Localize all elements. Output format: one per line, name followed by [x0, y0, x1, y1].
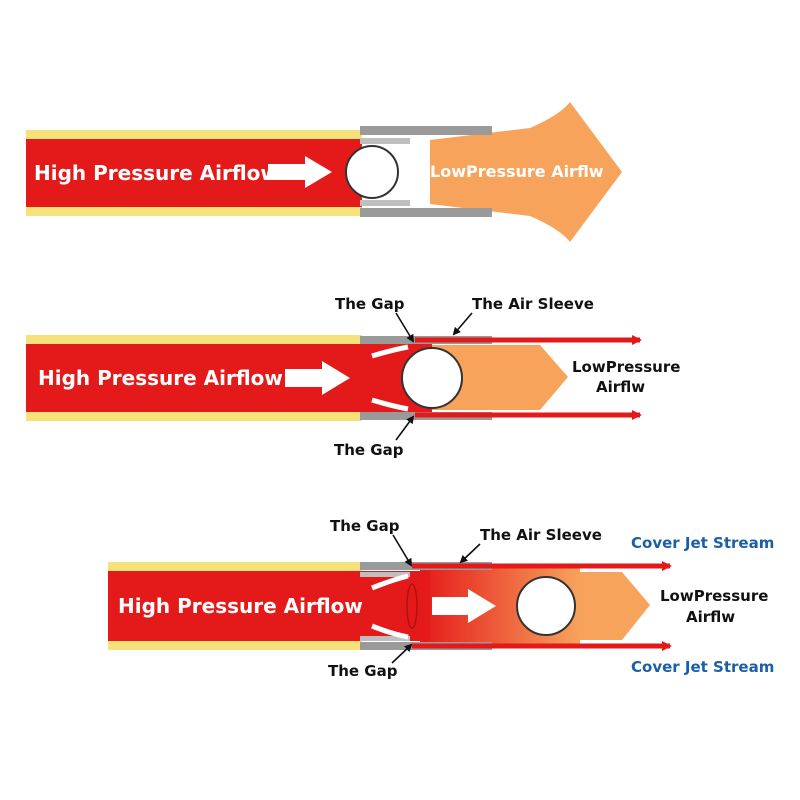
low-pressure-arrow	[430, 102, 622, 242]
ball	[345, 145, 399, 199]
nozzle-top	[360, 138, 410, 144]
nozzle-lens	[406, 583, 418, 629]
gap-pointer-top	[392, 534, 413, 567]
gap-label-top: The Gap	[330, 517, 400, 535]
low-pressure-label-line2: Airflw	[686, 608, 735, 626]
ball	[401, 347, 463, 409]
diagram-3: High Pressure Airflow The Gap The Air Sl…	[108, 517, 774, 680]
high-pressure-label: High Pressure Airflow	[118, 594, 363, 618]
tube-red-extension	[360, 571, 430, 641]
gap-label-bottom: The Gap	[328, 662, 398, 680]
sleeve-label: The Air Sleeve	[480, 526, 602, 544]
nozzle-bottom	[360, 200, 410, 206]
gap-flow-bottom	[371, 397, 409, 412]
gap-pointer-bottom	[395, 415, 415, 441]
flow-arrow-white	[432, 589, 496, 623]
low-pressure-label-line2: Airflw	[596, 378, 645, 396]
nozzle-top	[360, 572, 410, 577]
flow-arrow-white	[268, 156, 332, 188]
gap-label-bottom: The Gap	[334, 441, 404, 459]
gap-pointer-top	[395, 312, 415, 343]
nozzle-bottom	[360, 636, 410, 641]
high-pressure-label: High Pressure Airflow	[34, 161, 279, 185]
sleeve-top	[360, 126, 492, 135]
jet-label-top: Cover Jet Stream	[631, 534, 774, 552]
sleeve-pointer	[459, 543, 481, 564]
gap-flow-top	[371, 573, 409, 591]
gap-label-top: The Gap	[335, 295, 405, 313]
low-pressure-label: LowPressure Airflw	[430, 162, 604, 181]
diagram-2: High Pressure Airflow The Gap The Air Sl…	[26, 295, 680, 459]
jet-label-bottom: Cover Jet Stream	[631, 658, 774, 676]
flow-arrow-white	[285, 361, 350, 395]
diagram-1: High Pressure Airflow LowPressure Airflw	[26, 102, 622, 242]
tube-red	[108, 571, 362, 641]
low-pressure-label-line1: LowPressure	[572, 358, 680, 376]
high-pressure-label: High Pressure Airflow	[38, 366, 283, 390]
low-pressure-label-line1: LowPressure	[660, 587, 768, 605]
gap-pointer-bottom	[391, 643, 413, 664]
sleeve-bottom	[360, 208, 492, 217]
gap-flow-bottom	[371, 623, 409, 640]
sleeve-pointer	[452, 312, 473, 336]
sleeve-label: The Air Sleeve	[472, 295, 594, 313]
gap-flow-top	[371, 344, 409, 359]
low-pressure-region	[430, 345, 568, 410]
ball	[516, 576, 576, 636]
